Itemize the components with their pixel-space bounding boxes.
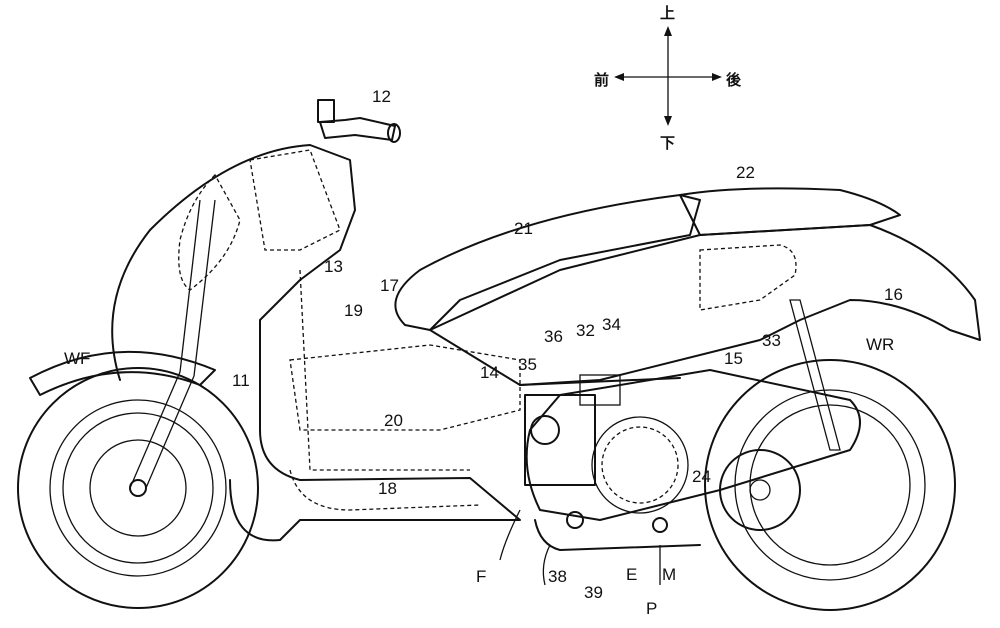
label-38: 38 xyxy=(548,567,567,586)
label-up: 上 xyxy=(660,4,676,22)
label-15: 15 xyxy=(724,349,743,368)
front-fork xyxy=(129,199,216,489)
label-33: 33 xyxy=(762,331,781,350)
label-WR: WR xyxy=(866,335,895,354)
rear-wheel xyxy=(704,359,956,611)
label-22: 22 xyxy=(736,163,755,182)
frame xyxy=(289,344,521,431)
label-WF: WF xyxy=(64,349,91,368)
seat-22 xyxy=(679,187,901,236)
front-wheel xyxy=(17,367,259,609)
direction-indicator xyxy=(614,26,722,126)
label-M: M xyxy=(662,565,677,584)
label-16: 16 xyxy=(884,285,903,304)
label-24: 24 xyxy=(692,467,711,486)
label-21: 21 xyxy=(514,219,533,238)
label-11: 11 xyxy=(232,371,250,390)
label-F: F xyxy=(476,567,487,586)
engine-case xyxy=(525,369,861,521)
label-12: 12 xyxy=(372,87,391,106)
label-35: 35 xyxy=(518,355,537,374)
label-down: 下 xyxy=(660,134,676,152)
rear-body xyxy=(429,224,981,386)
label-18: 18 xyxy=(378,479,397,498)
label-front: 前 xyxy=(594,71,610,89)
seat-21 xyxy=(394,194,701,331)
engine xyxy=(524,394,596,486)
label-19: 19 xyxy=(344,301,363,320)
label-13: 13 xyxy=(324,257,343,276)
label-34: 34 xyxy=(602,315,621,334)
label-20: 20 xyxy=(384,411,403,430)
label-17: 17 xyxy=(380,276,399,295)
front-fender xyxy=(29,350,216,396)
label-rear: 後 xyxy=(726,71,742,89)
handlebar xyxy=(317,99,401,143)
label-14: 14 xyxy=(480,363,499,382)
rear-shock xyxy=(789,299,841,451)
label-32: 32 xyxy=(576,321,595,340)
label-E: E xyxy=(626,565,638,584)
label-36: 36 xyxy=(544,327,563,346)
label-39: 39 xyxy=(584,583,603,602)
front-cowl xyxy=(111,144,521,542)
label-P: P xyxy=(646,599,658,618)
